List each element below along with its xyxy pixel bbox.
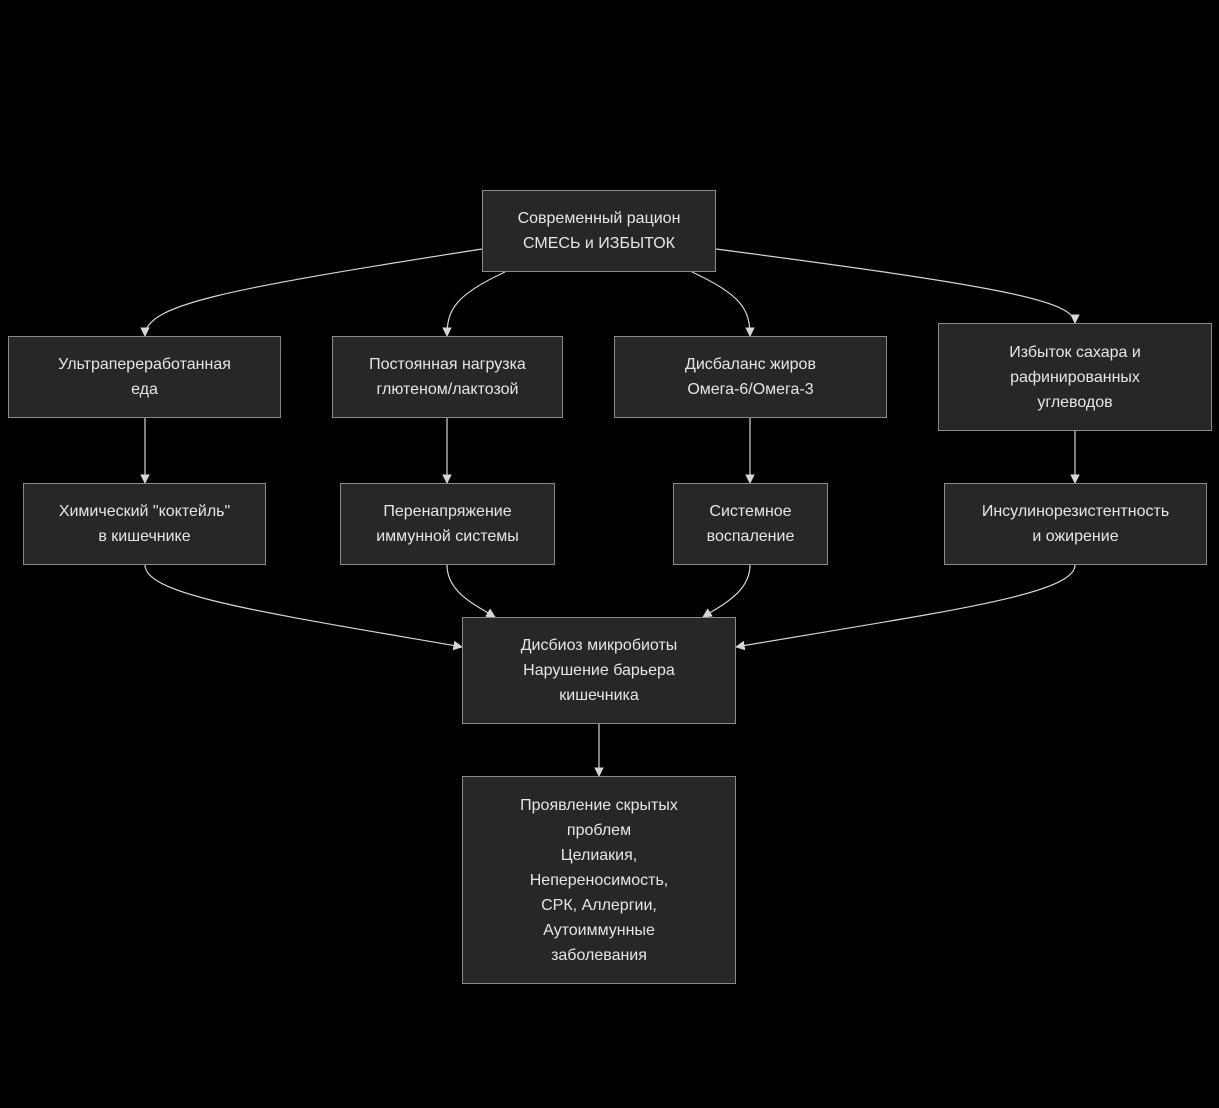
- edge-root-gluten: [442, 271, 506, 337]
- edge-root-fats: [691, 271, 755, 337]
- edge-root-ultra: [140, 248, 483, 337]
- edge-root-sugar: [715, 248, 1080, 324]
- edge-insulin-dysbiosis: [735, 564, 1076, 651]
- node-chemical-cocktail: Химический "коктейль"в кишечнике: [23, 483, 266, 565]
- edge-chem-dysbiosis: [144, 564, 463, 651]
- edge-immune-dysbiosis: [446, 564, 496, 618]
- edge-inflam-dysbiosis: [702, 564, 751, 618]
